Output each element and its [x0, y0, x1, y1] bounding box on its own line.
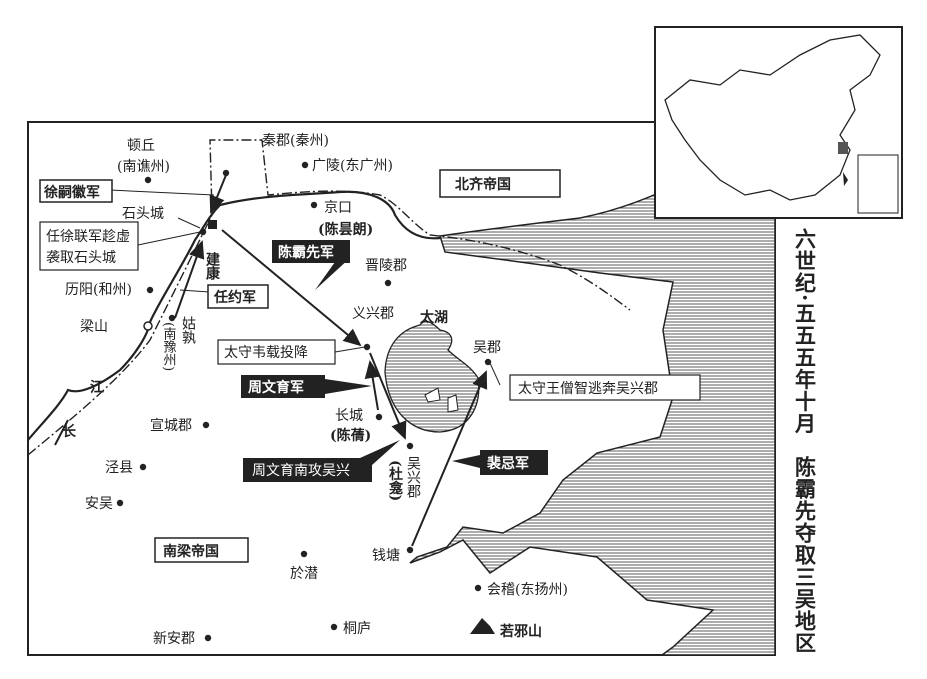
pei-army-box: [480, 450, 548, 475]
label-yixing: 义兴郡: [352, 306, 394, 322]
label-north-qi: 北齐帝国: [455, 176, 511, 193]
zhou-south-box: [243, 458, 372, 482]
label-jingxian: 泾县: [105, 460, 133, 476]
label-jingkou: 京口: [324, 200, 352, 216]
inset-highlight-region: [838, 142, 848, 154]
pei-army-pointer: [452, 455, 480, 468]
china-outline: [664, 34, 881, 201]
route-pei-army: [411, 370, 488, 547]
wei-surrender-box: [217, 339, 336, 365]
label-jinling: 晋陵郡: [365, 258, 407, 274]
label-kuaiji: 会稽(东扬州): [487, 582, 568, 598]
label-chen-army: 陈霸先军: [278, 244, 334, 261]
taiwan-island: [843, 172, 848, 186]
lake-islands: [424, 387, 459, 413]
label-gushu: 姑孰: [180, 316, 196, 345]
label-qiantang: 钱塘: [372, 548, 400, 564]
army-routes: [174, 174, 488, 547]
route-zhou-army: [364, 360, 381, 411]
label-qinjun: 秦郡(秦州): [262, 133, 329, 149]
river-branch: [54, 419, 69, 446]
label-river-chang: 长: [62, 423, 77, 440]
label-ren-xu-2: 袭取石头城: [46, 250, 116, 266]
label-ren-xu-1: 任徐联军趁虚: [46, 229, 130, 245]
label-ren-army: 任约军: [213, 289, 256, 306]
jiankang-capital-icon: [208, 220, 217, 229]
label-taihu: 太湖: [420, 309, 448, 326]
label-wang-flee: 太守王僧智逃奔吴兴郡: [518, 381, 658, 397]
label-anwu: 安吴: [85, 496, 113, 512]
chen-army-pointer: [315, 258, 350, 290]
zhou-army-box: [241, 375, 325, 398]
label-jingkou-sub: (陈昙朗): [318, 221, 373, 238]
label-xu-army: 徐嗣徽军: [43, 184, 100, 201]
label-liangshan: 梁山: [80, 319, 108, 335]
route-xu-army: [209, 174, 227, 214]
map-title-part2: 陈霸先夺取三吴地区: [793, 455, 818, 654]
label-wuxing: 吴兴郡: [405, 456, 421, 498]
label-jiankang: 建康: [204, 251, 220, 281]
label-xuancheng: 宣城郡: [150, 418, 192, 434]
label-pei-army: 裴忌军: [487, 455, 529, 472]
chen-army-box: [272, 240, 350, 263]
label-dunqiu: 顿丘: [127, 138, 155, 154]
label-zhou-army: 周文育军: [248, 379, 304, 396]
label-dunqiu-sub: (南谯州): [117, 159, 170, 175]
label-changcheng-sub: (陈蒨): [330, 427, 371, 444]
label-wei-surrender: 太守韦载投降: [224, 345, 308, 361]
zhou-army-pointer: [325, 379, 372, 394]
label-river-jiang: 江: [90, 379, 104, 396]
mountain-icon: [470, 618, 495, 634]
label-tonglu: 桐庐: [343, 621, 371, 637]
label-wuxing-sub: (杜龛): [387, 460, 404, 501]
label-yuqian: 於潜: [290, 566, 318, 582]
label-ruoyeshan: 若邪山: [499, 623, 542, 640]
label-xinan: 新安郡: [153, 631, 195, 647]
label-south-liang: 南梁帝国: [163, 543, 219, 560]
label-zhou-south: 周文育南攻吴兴: [252, 463, 350, 479]
route-ren-army: [174, 240, 205, 319]
xu-army-box: [39, 179, 113, 203]
route-chen-army: [221, 229, 362, 347]
border-line: [27, 139, 631, 456]
south-sea-inset: [857, 154, 899, 214]
wang-flee-box: [509, 374, 701, 401]
label-wujun: 吴郡: [473, 340, 501, 356]
label-shitoucheng: 石头城: [122, 206, 164, 222]
inset-locator-map: [654, 26, 903, 219]
yangtze-river: [27, 190, 441, 441]
city-dots: [116, 161, 492, 642]
ren-army-box: [207, 284, 269, 309]
south-liang-box: [154, 537, 249, 563]
label-gushu-sub: (南豫州): [161, 322, 177, 371]
map-title-part1: 六世纪·五五五年十月: [793, 228, 818, 435]
label-guangling: 广陵(东广州): [312, 158, 393, 174]
label-liyang: 历阳(和州): [65, 282, 132, 298]
liangshan-marker: [143, 321, 153, 331]
zhou-south-pointer: [360, 440, 400, 465]
label-changcheng: 长城: [335, 408, 363, 424]
ren-xu-box: [39, 221, 139, 271]
north-qi-box: [439, 169, 561, 198]
